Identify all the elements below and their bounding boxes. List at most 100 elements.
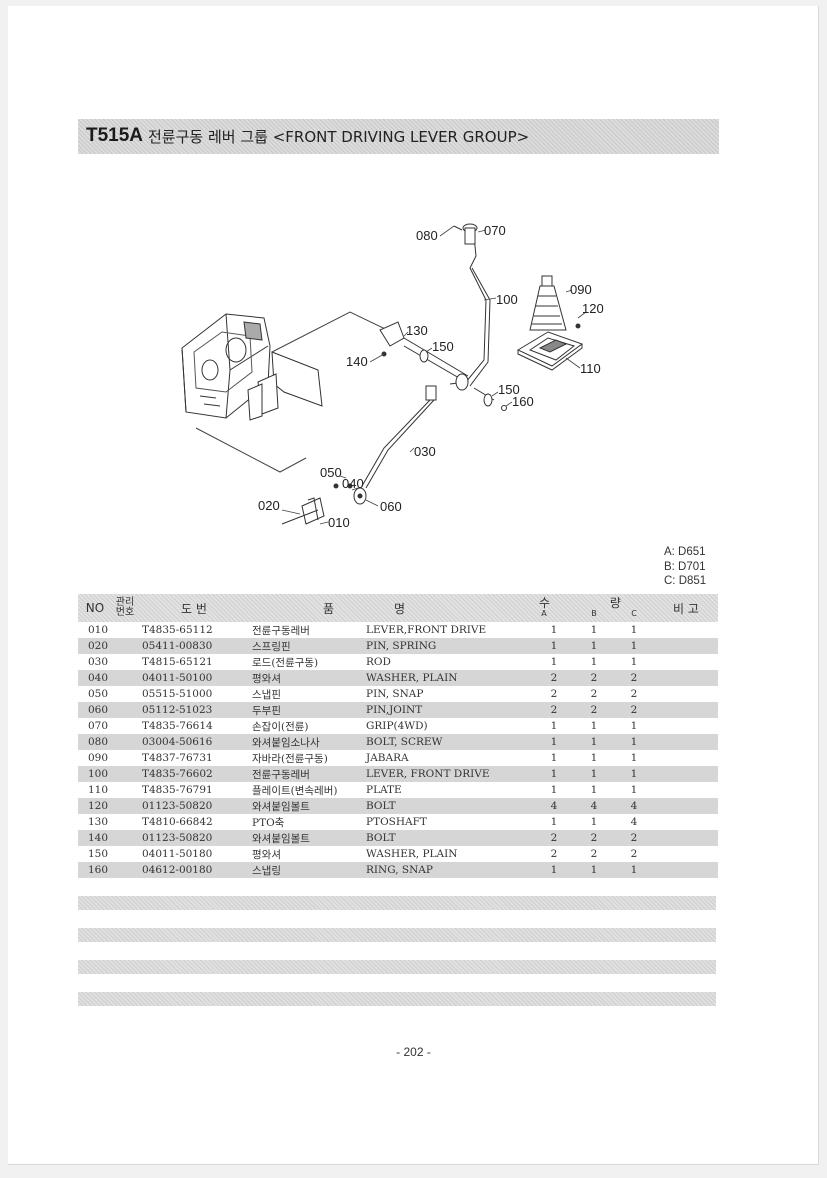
cell-name-english: RING, SNAP [366,864,433,876]
cell-part-number: 04011-50180 [142,848,213,860]
cell-name-english: WASHER, PLAIN [366,672,458,684]
cell-qty-b: 1 [590,656,598,668]
callout-020: 020 [258,498,280,513]
cell-name-english: WASHER, PLAIN [366,848,458,860]
cell-part-number: 05112-51023 [142,704,213,716]
callout-050: 050 [320,465,342,480]
callout-070: 070 [484,223,506,238]
cell-remarks [654,638,718,654]
callout-090: 090 [570,282,592,297]
cell-name-english: BOLT, SCREW [366,736,443,748]
cell-management-number [112,670,138,686]
cell-qty-a: 1 [550,656,558,668]
blank-rows [78,896,716,1024]
callout-030: 030 [414,444,436,459]
plate-110 [516,323,584,371]
cell-management-number [112,638,138,654]
model-b: B: D701 [664,560,706,573]
header-remarks: 비 고 [673,601,699,616]
cell-part-number: 05411-00830 [142,640,213,652]
cell-name-english: ROD [366,656,391,668]
cell-qty-b: 1 [590,640,598,652]
cell-name-korean: 와셔붙임볼트 [252,800,310,813]
cell-remarks [654,862,718,878]
cell-qty-b: 2 [590,688,598,700]
cell-qty-b: 1 [590,864,598,876]
cell-name-english: PTOSHAFT [366,816,427,828]
cell-qty-c: 2 [630,672,638,684]
cell-management-number [112,686,138,702]
cell-remarks [654,686,718,702]
bracket-plate [247,351,323,421]
cell-part-number: T4835-76791 [142,784,213,796]
cell-qty-b: 1 [590,816,598,828]
cell-qty-b: 1 [590,752,598,764]
cell-no: 040 [88,672,109,684]
cell-qty-c: 1 [630,768,638,780]
cell-name-english: PIN, SPRING [366,640,437,652]
cell-qty-c: 2 [630,848,638,860]
callout-040: 040 [342,476,364,491]
cell-qty-c: 1 [630,656,638,668]
lever-010 [281,483,353,525]
cell-management-number [112,814,138,830]
pto-shaft-130 [379,321,507,411]
cell-name-korean: 스냅링 [252,864,281,877]
cell-remarks [654,702,718,718]
rod-030 [353,385,437,505]
callout-140: 140 [346,354,368,369]
cell-management-number [112,798,138,814]
cell-qty-a: 2 [550,704,558,716]
cell-qty-b: 2 [590,832,598,844]
model-a: A: D651 [664,546,706,558]
callout-130: 130 [406,323,428,338]
cell-management-number [112,734,138,750]
cell-management-number [112,654,138,670]
cell-qty-c: 1 [630,736,638,748]
cell-no: 160 [88,864,109,876]
cell-qty-a: 1 [550,720,558,732]
cell-no: 120 [88,800,109,812]
cell-qty-a: 1 [550,864,558,876]
cell-remarks [654,798,718,814]
header-part-number: 도 번 [181,601,207,616]
cell-name-korean: 전륜구동레버 [252,768,310,781]
cell-remarks [654,814,718,830]
cell-part-number: T4835-65112 [142,624,213,636]
cell-qty-c: 1 [630,752,638,764]
cell-management-number [112,622,138,638]
cell-name-english: PIN,JOINT [366,704,423,716]
cell-remarks [654,782,718,798]
cell-qty-a: 2 [550,672,558,684]
cell-qty-c: 1 [630,720,638,732]
cell-no: 130 [88,816,109,828]
callout-150-upper: 150 [432,339,454,354]
cell-management-number [112,718,138,734]
blank-row [78,960,716,974]
header-qty-c: C [631,609,637,618]
cell-qty-b: 1 [590,736,598,748]
cell-no: 010 [88,624,109,636]
cell-qty-b: 2 [590,848,598,860]
cell-name-english: PIN, SNAP [366,688,424,700]
cell-no: 060 [88,704,109,716]
cell-no: 030 [88,656,109,668]
cell-no: 070 [88,720,109,732]
cell-name-korean: 두부핀 [252,704,281,717]
cell-name-korean: 평와셔 [252,672,281,685]
cell-qty-c: 2 [630,832,638,844]
cell-name-korean: 로드(전륜구동) [252,656,319,669]
cell-name-korean: PTO축 [252,816,285,829]
cell-remarks [654,750,718,766]
cell-qty-c: 1 [630,640,638,652]
cell-part-number: 04011-50100 [142,672,213,684]
